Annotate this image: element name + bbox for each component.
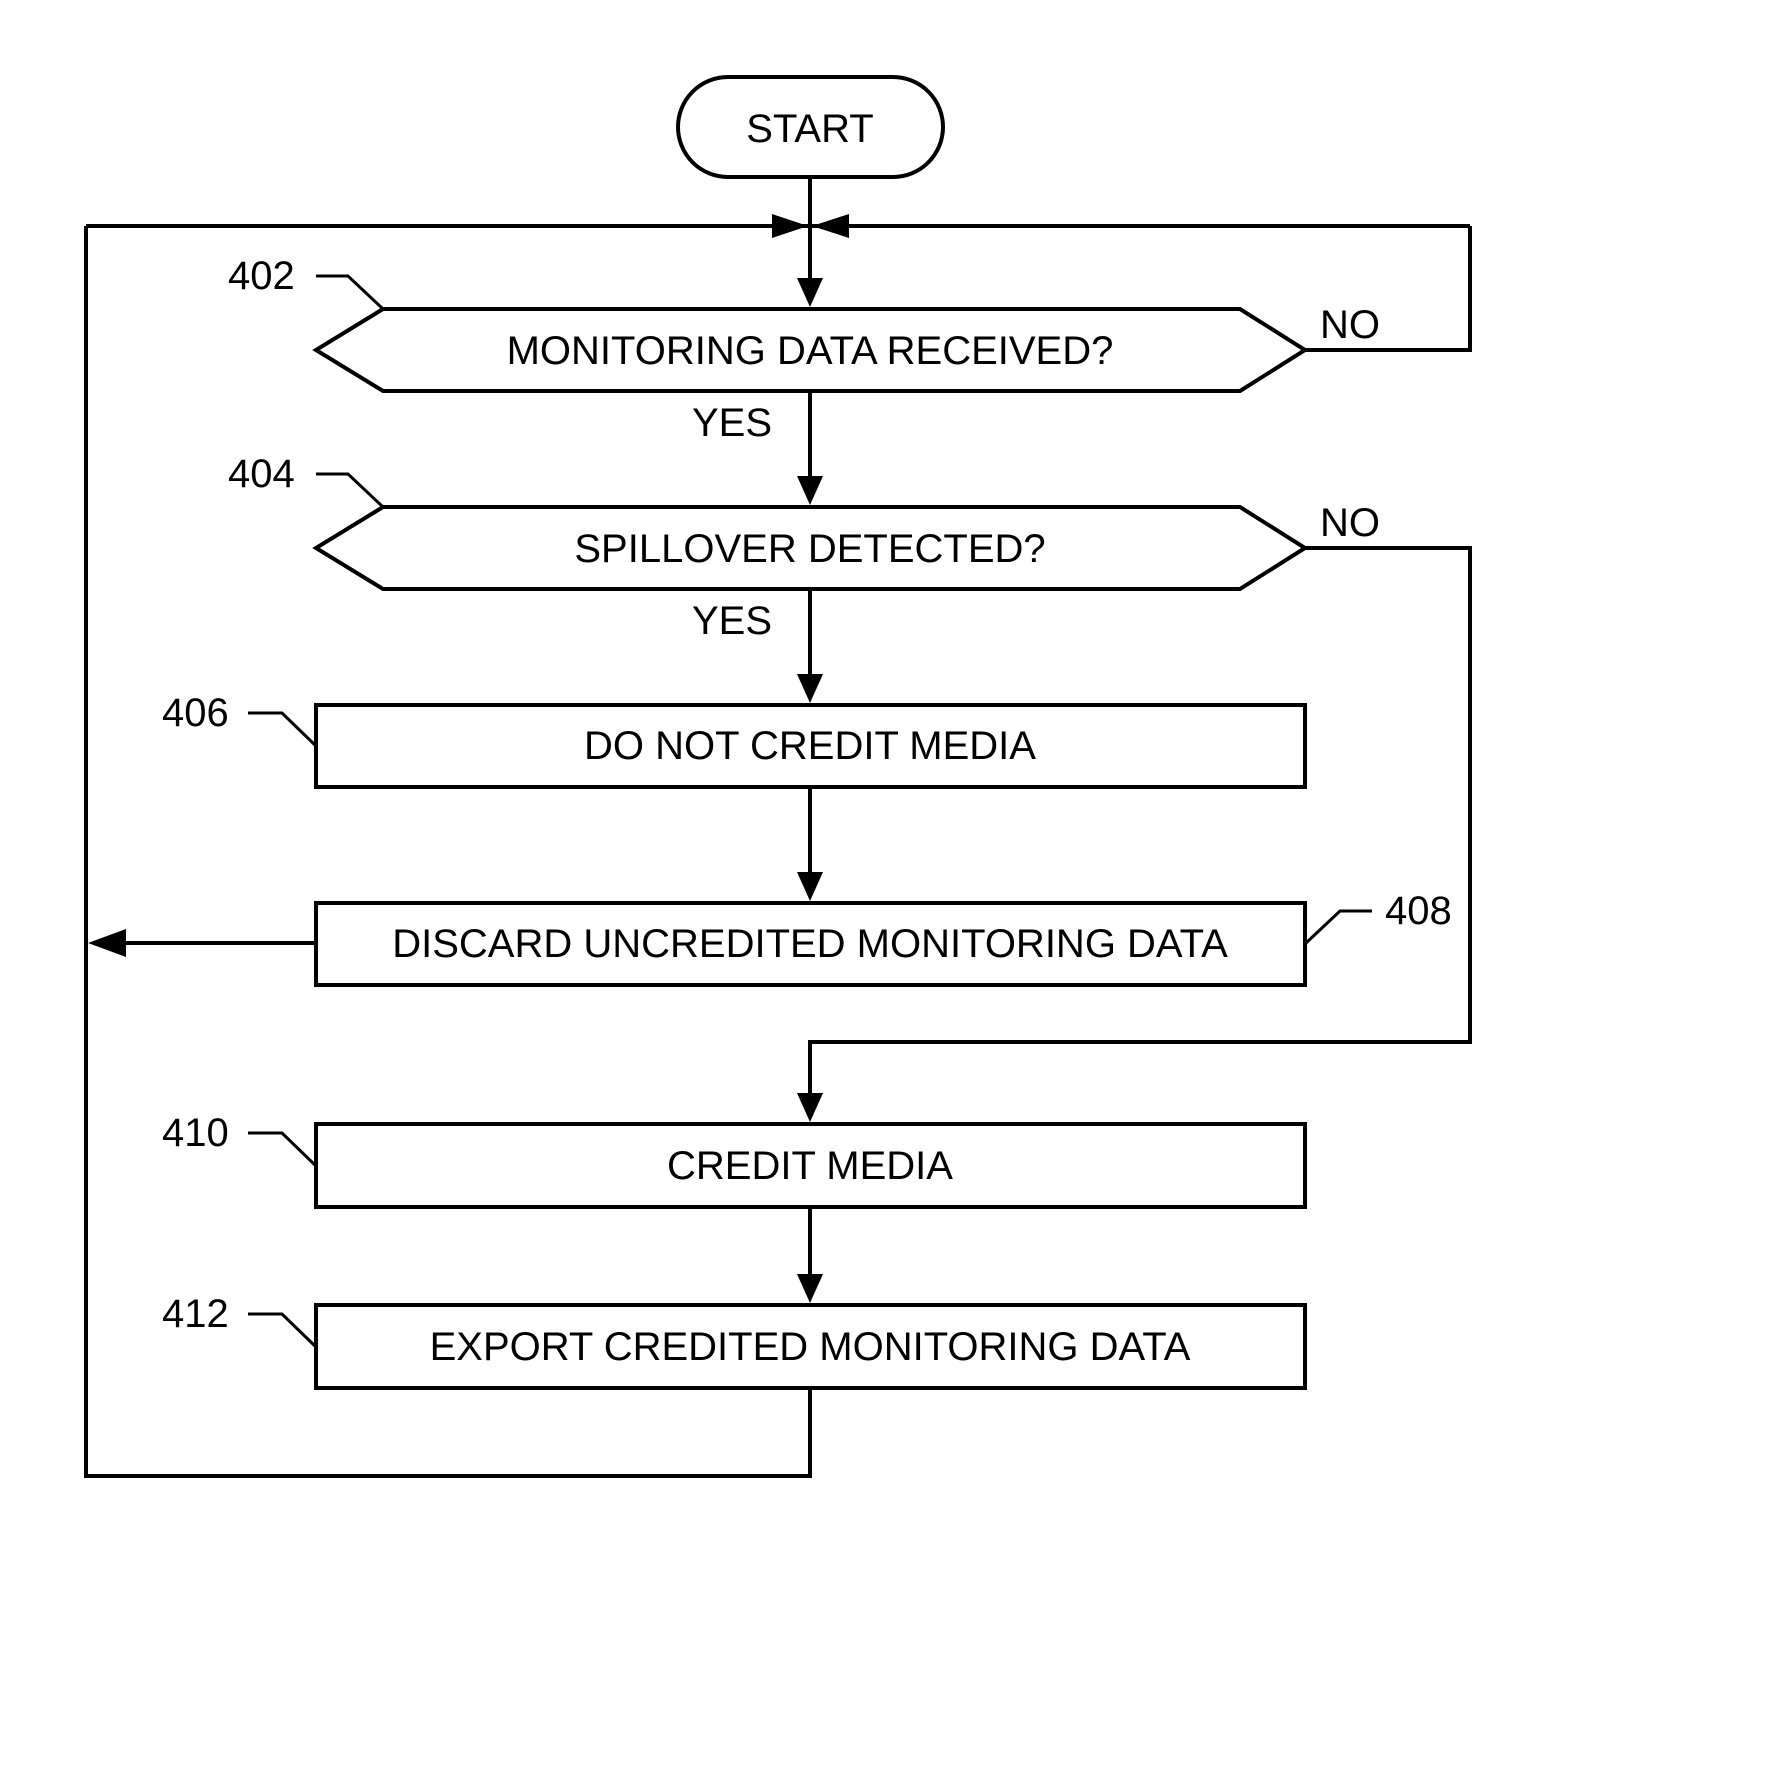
branch-402-yes: YES [692,401,772,445]
leader-404 [316,474,382,506]
flowchart-diagram: START MONITORING DATA RECEIVED? 402 NO Y… [0,0,1544,1554]
arrowhead-into-410 [797,1093,823,1122]
arrowhead-into-412 [797,1274,823,1303]
arrowhead-into-408 [797,872,823,901]
arrowhead-into-406 [797,674,823,703]
branch-404-no: NO [1320,501,1380,545]
leader-412 [248,1314,315,1346]
leader-402 [316,276,382,308]
leader-408 [1306,911,1372,943]
arrowhead-into-402 [797,278,823,307]
process-408-label: DISCARD UNCREDITED MONITORING DATA [392,922,1228,966]
start-label: START [746,107,873,151]
merge-arrowhead-left [772,214,808,238]
branch-402-no: NO [1320,303,1380,347]
decision-404-label: SPILLOVER DETECTED? [574,527,1045,571]
arrowhead-into-loop [88,929,126,957]
arrowhead-into-404 [797,476,823,505]
ref-412: 412 [162,1292,229,1336]
ref-402: 402 [228,254,295,298]
process-410-label: CREDIT MEDIA [667,1144,953,1188]
leader-406 [248,713,315,745]
merge-arrowhead-right [812,214,849,238]
process-412-label: EXPORT CREDITED MONITORING DATA [430,1325,1191,1369]
branch-404-yes: YES [692,599,772,643]
ref-404: 404 [228,452,295,496]
ref-406: 406 [162,691,229,735]
ref-408: 408 [1385,889,1452,933]
decision-402-label: MONITORING DATA RECEIVED? [507,329,1114,373]
connector-404-no [810,548,1470,1095]
process-406-label: DO NOT CREDIT MEDIA [584,724,1036,768]
leader-410 [248,1133,315,1165]
ref-410: 410 [162,1111,229,1155]
